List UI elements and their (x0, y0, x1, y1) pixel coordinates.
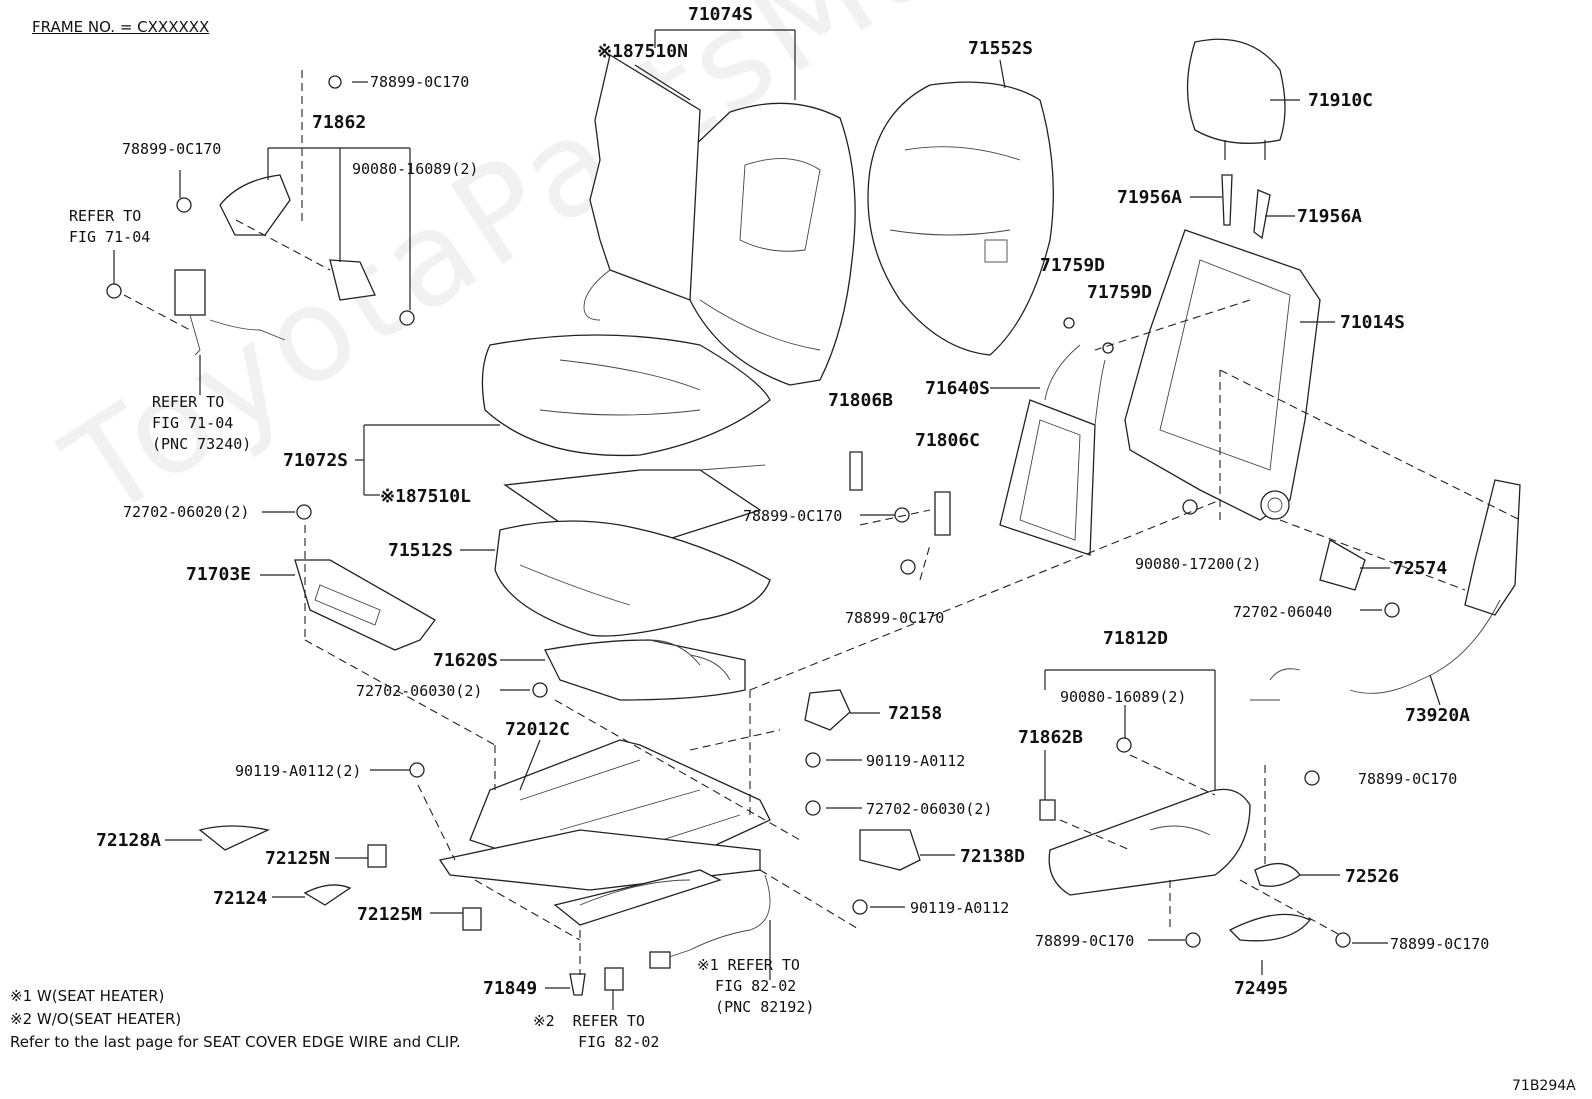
footnote-3: Refer to the last page for SEAT COVER ED… (10, 1033, 461, 1051)
assembly-dash-lines (123, 70, 1521, 975)
figure-code: 71B294A (1512, 1078, 1576, 1094)
part-label-72158[interactable]: 72158 (888, 703, 943, 724)
part-label-78899-0C170-left[interactable]: 78899-0C170 (122, 140, 222, 158)
part-label-72702-06030-b[interactable]: 72702-06030(2) (866, 800, 993, 818)
part-label-72125N[interactable]: 72125N (265, 848, 331, 869)
leader-lines (113, 29, 1441, 1010)
part-label-78899-0C170-mid[interactable]: 78899-0C170 (743, 507, 843, 525)
part-label-71759D-2[interactable]: 71759D (1087, 282, 1153, 303)
part-label-71759D-1[interactable]: 71759D (1040, 255, 1106, 276)
part-label-72012C[interactable]: 72012C (505, 719, 571, 740)
refer-fig-71-04-a[interactable]: REFER TO FIG 71-04 (69, 207, 151, 246)
part-label-90119-A0112-2[interactable]: 90119-A0112(2) (235, 762, 362, 780)
part-label-71849[interactable]: 71849 (483, 978, 538, 999)
part-label-71956A-1[interactable]: 71956A (1117, 187, 1183, 208)
part-label-71956A-2[interactable]: 71956A (1297, 206, 1363, 227)
part-label-73920A[interactable]: 73920A (1405, 705, 1471, 726)
part-label-72702-06020[interactable]: 72702-06020(2) (123, 503, 250, 521)
part-label-71640S[interactable]: 71640S (925, 378, 991, 399)
bolts-illustration (106, 75, 1400, 948)
part-label-90080-16089-a[interactable]: 90080-16089(2) (352, 160, 479, 178)
part-label-71862[interactable]: 71862 (312, 112, 367, 133)
seat-track-adjuster-illustration (438, 739, 771, 926)
part-label-71620S[interactable]: 71620S (433, 650, 499, 671)
small-parts-illustration (198, 451, 1366, 996)
belt-anchor-bracket-illustration (219, 174, 376, 301)
part-label-72128A[interactable]: 72128A (96, 830, 162, 851)
side-airbag-illustration (1250, 479, 1521, 701)
seatback-pad-illustration (867, 81, 1054, 356)
headrest-illustration (1186, 38, 1286, 240)
part-label-71703E[interactable]: 71703E (186, 564, 252, 585)
footnote-1: ※1 W(SEAT HEATER) (10, 987, 165, 1005)
refer-fig-71-04-b[interactable]: REFER TO FIG 71-04 (PNC 73240) (152, 393, 252, 453)
outer-shield-illustration (1048, 788, 1251, 896)
cushion-pad-illustration (494, 520, 771, 637)
refer-fig-82-02-b[interactable]: ※2 REFER TO FIG 82-02 (533, 1012, 660, 1051)
part-label-87510N[interactable]: ※187510N (597, 41, 688, 62)
part-label-90080-17200[interactable]: 90080-17200(2) (1135, 555, 1262, 573)
part-label-72574[interactable]: 72574 (1393, 558, 1448, 579)
inner-shield-illustration (294, 559, 436, 651)
part-label-71862B[interactable]: 71862B (1018, 727, 1084, 748)
part-label-71552S[interactable]: 71552S (968, 38, 1034, 59)
part-label-71910C[interactable]: 71910C (1308, 90, 1374, 111)
part-label-78899-0C170-bottom[interactable]: 78899-0C170 (1035, 932, 1135, 950)
part-label-78899-0C170-right1[interactable]: 78899-0C170 (1358, 770, 1458, 788)
part-label-71806C[interactable]: 71806C (915, 430, 981, 451)
part-label-87510L[interactable]: ※187510L (380, 486, 471, 507)
cushion-cover-illustration (481, 334, 771, 457)
frame-number: FRAME NO. = CXXXXXX (32, 18, 210, 36)
part-label-90119-A0112-b[interactable]: 90119-A0112 (910, 899, 1010, 917)
part-label-71014S[interactable]: 71014S (1340, 312, 1406, 333)
part-label-78899-0C170-mid2[interactable]: 78899-0C170 (845, 609, 945, 627)
seat-belt-buckle-illustration (174, 269, 286, 356)
refer-fig-82-02-a[interactable]: ※1 REFER TO FIG 82-02 (PNC 82192) (697, 956, 815, 1016)
part-label-71812D[interactable]: 71812D (1103, 628, 1169, 649)
part-label-90080-16089-b[interactable]: 90080-16089(2) (1060, 688, 1187, 706)
part-label-72138D[interactable]: 72138D (960, 846, 1026, 867)
part-label-72702-06030-a[interactable]: 72702-06030(2) (356, 682, 483, 700)
part-label-72526[interactable]: 72526 (1345, 866, 1400, 887)
part-label-78899-0C170-right2[interactable]: 78899-0C170 (1390, 935, 1490, 953)
part-label-72125M[interactable]: 72125M (357, 904, 423, 925)
cushion-spring-illustration (544, 639, 746, 701)
part-label-71806B[interactable]: 71806B (828, 390, 894, 411)
part-label-90119-A0112-a[interactable]: 90119-A0112 (866, 752, 966, 770)
part-label-72495[interactable]: 72495 (1234, 978, 1289, 999)
part-label-72702-06040[interactable]: 72702-06040 (1233, 603, 1333, 621)
seatback-spring-illustration (999, 344, 1106, 556)
part-label-72124[interactable]: 72124 (213, 888, 268, 909)
part-label-71074S[interactable]: 71074S (688, 4, 754, 25)
seatback-heater-mat-illustration (583, 53, 701, 321)
part-label-78899-0C170-top[interactable]: 78899-0C170 (370, 73, 470, 91)
seatback-frame-illustration (1124, 229, 1321, 521)
footnote-2: ※2 W/O(SEAT HEATER) (10, 1010, 182, 1028)
part-label-71512S[interactable]: 71512S (388, 540, 454, 561)
seatback-cover-illustration (674, 102, 856, 386)
part-label-71072S[interactable]: 71072S (283, 450, 349, 471)
